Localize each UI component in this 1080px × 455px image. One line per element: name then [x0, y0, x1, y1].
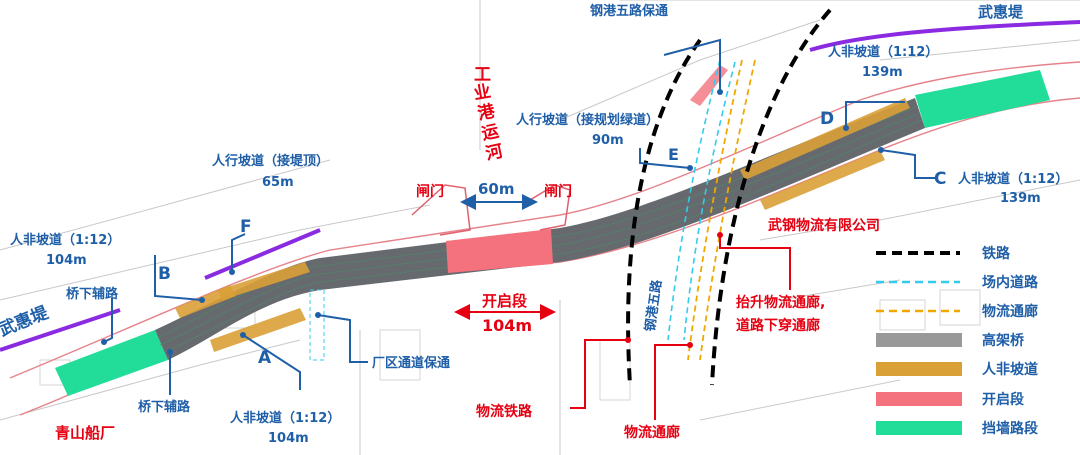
gates [411, 184, 571, 236]
opening-section [446, 229, 553, 273]
label-under-road-top: 桥下辅路 [66, 286, 119, 302]
label-ramp-C-title: 人非坡道（1:12） [958, 171, 1068, 187]
label-ramp-E-title: 人行坡道（接规划绿道） [516, 112, 659, 128]
label-gate-right: 闸门 [544, 183, 572, 200]
label-road5-keep: 钢港五路保通 [590, 3, 668, 19]
logistics-corridor-lines [687, 59, 756, 361]
label-gate-distance: 60m [478, 180, 515, 198]
label-ramp-D-len: 139m [862, 65, 903, 80]
label-ramp-B-title: 人非坡道（1:12） [10, 232, 120, 248]
label-lift-line2: 道路下穿通廊 [736, 317, 820, 334]
label-factory-passage: 厂区通道保通 [372, 355, 450, 371]
svg-text:业: 业 [472, 82, 492, 105]
letter-B: B [158, 264, 171, 284]
wall-section-left [55, 330, 168, 396]
svg-text:运: 运 [480, 121, 501, 144]
ramp-D [740, 98, 910, 180]
svg-text:物流通廊: 物流通廊 [982, 303, 1038, 320]
letter-F: F [240, 217, 252, 237]
label-ramp-A-title: 人非坡道（1:12） [230, 410, 340, 426]
legend-item-viaduct: 高架桥 [876, 332, 1025, 349]
legend-item-wall: 挡墙路段 [876, 420, 1038, 437]
svg-text:挡墙路段: 挡墙路段 [982, 420, 1038, 437]
svg-text:高架桥: 高架桥 [982, 332, 1025, 349]
label-qingshan: 青山船厂 [55, 424, 115, 442]
label-ramp-F-title: 人行坡道（接堤顶） [212, 153, 329, 169]
callout-dots-red [625, 232, 723, 348]
label-ramp-D-title: 人非坡道（1:12） [828, 44, 938, 60]
legend: 铁路 场内道路 物流通廊 高架桥 人非坡道 开启段 挡墙路段 [876, 245, 1039, 437]
letter-D: D [820, 109, 834, 129]
letter-A: A [258, 348, 272, 368]
label-ramp-F-len: 65m [262, 175, 294, 190]
dike-line-left-lower [0, 308, 121, 352]
label-ramp-E-len: 90m [592, 133, 624, 148]
letter-C: C [934, 169, 946, 189]
ramp-E [690, 65, 728, 106]
label-logistics-corridor: 物流通廊 [624, 424, 680, 441]
label-ramp-A-len: 104m [268, 431, 309, 446]
label-open-section: 开启段 [482, 292, 527, 310]
label-wuhuidi-right: 武惠堤 [978, 3, 1024, 21]
svg-text:开启段: 开启段 [982, 391, 1024, 408]
svg-text:工: 工 [474, 65, 491, 85]
svg-text:人非坡道: 人非坡道 [982, 361, 1038, 378]
ramp-F [218, 262, 310, 300]
callout-lines-red [570, 235, 791, 420]
ramp-C [760, 150, 885, 210]
label-under-road-bottom: 桥下辅路 [138, 399, 191, 415]
legend-item-logistics-corridor: 物流通廊 [876, 303, 1038, 320]
factory-passage-box [309, 289, 325, 361]
svg-text:港: 港 [476, 100, 498, 124]
label-open-section-len: 104m [482, 316, 532, 335]
label-ramp-C-len: 139m [1000, 191, 1041, 206]
legend-item-railway: 铁路 [876, 245, 1011, 262]
ramp-A [210, 308, 306, 352]
yard-roads [667, 59, 736, 341]
label-company: 武钢物流有限公司 [768, 217, 880, 234]
svg-text:河: 河 [484, 141, 505, 164]
label-lift-line1: 抬升物流通廊, [736, 294, 825, 311]
label-logistics-rail: 物流铁路 [476, 403, 533, 420]
legend-item-yard-road: 场内道路 [876, 274, 1039, 291]
svg-text:场内道路: 场内道路 [982, 274, 1039, 291]
legend-item-ramp: 人非坡道 [876, 361, 1038, 378]
ramp-B [175, 285, 236, 318]
dike-line-left [204, 228, 321, 280]
label-road5-vertical: 钢港五路 [642, 278, 665, 333]
label-gate-left: 闸门 [416, 183, 444, 200]
svg-text:铁路: 铁路 [982, 245, 1011, 262]
dike-line-right [809, 20, 1080, 52]
railway-lines [626, 8, 832, 386]
legend-item-opening: 开启段 [876, 391, 1024, 408]
wall-section-right [915, 70, 1050, 128]
letter-E: E [668, 145, 679, 164]
callout-dots-blue [101, 89, 884, 355]
label-canal: 工 业 港 运 河 [472, 65, 504, 164]
label-ramp-B-len: 104m [46, 253, 87, 268]
